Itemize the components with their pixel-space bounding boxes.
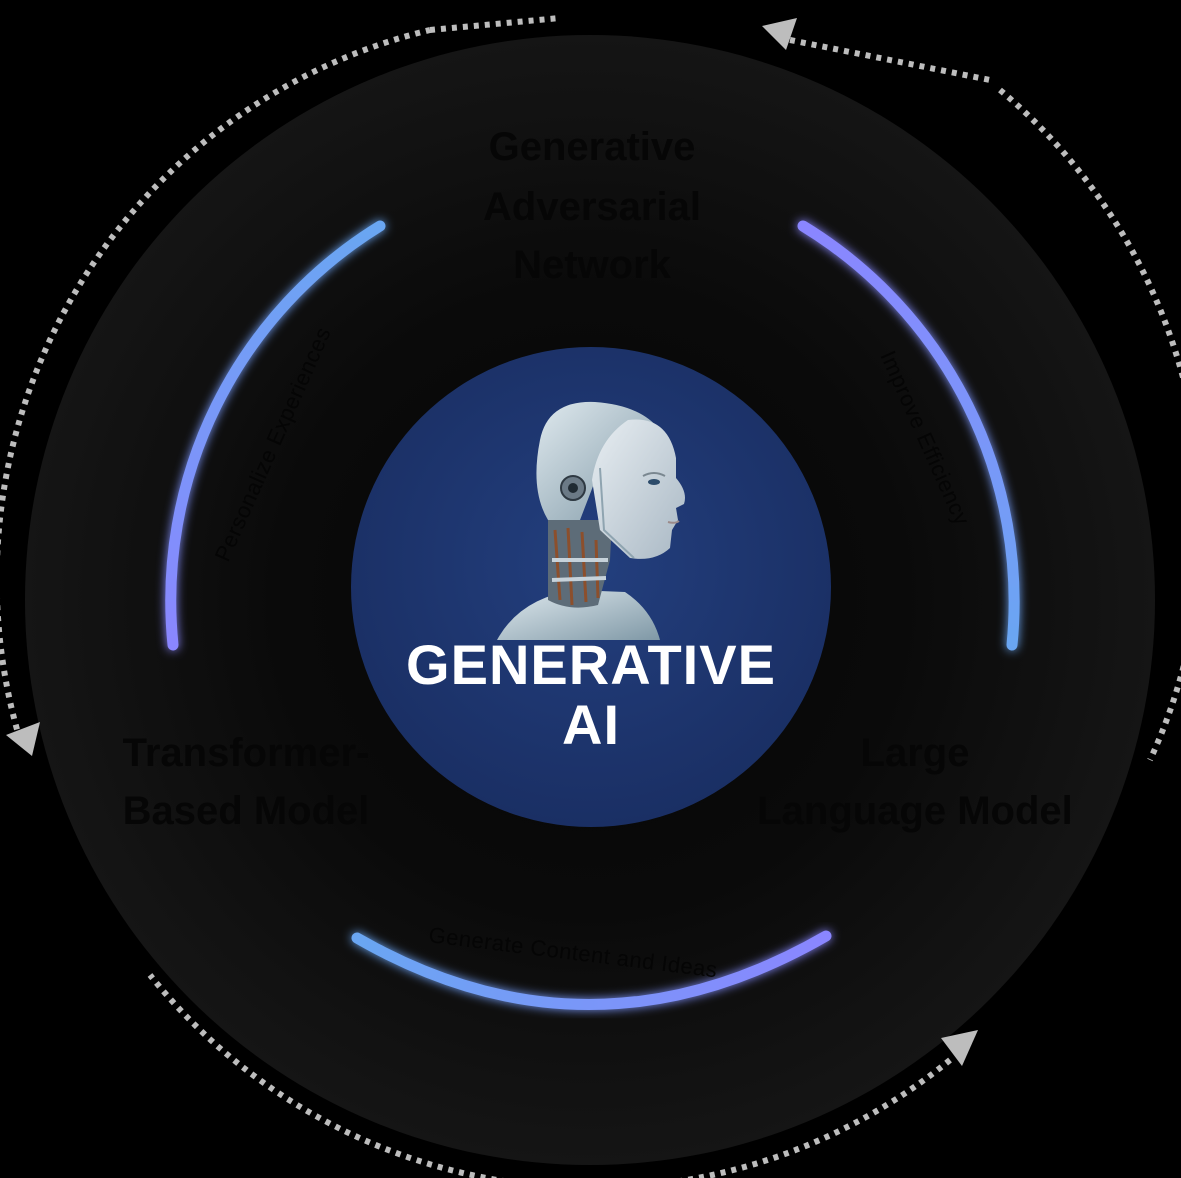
node-top-line2: Adversarial [483,185,701,229]
node-left: Transformer- Based Model [123,731,370,833]
dotted-cycle-segment-bottom [147,973,952,1178]
arc-right [797,220,1020,651]
node-left-line1: Transformer- [123,731,370,775]
node-right-line1: Large [861,731,970,775]
robot-head-icon [497,401,685,640]
node-top: Generative Adversarial Network [483,125,701,287]
dotted-cycle-segment-right [998,87,1181,762]
node-right-line2: Language Model [757,789,1073,833]
node-left-line2: Based Model [123,789,370,833]
arrowhead-left-icon [6,722,40,756]
arrowhead-top-icon [762,18,797,50]
node-top-line3: Network [513,243,672,287]
node-top-line1: Generative [489,125,696,169]
center-title-line2: AI [562,693,620,756]
arrowhead-bottom-icon [941,1030,978,1066]
center-title-line1: GENERATIVE [406,633,776,696]
dotted-cycle-segment-top [789,37,991,83]
arc-left [165,220,386,651]
dotted-cycle-segment-top-left [429,15,561,33]
node-right: Large Language Model [757,731,1073,833]
arc-bottom [351,930,832,1010]
